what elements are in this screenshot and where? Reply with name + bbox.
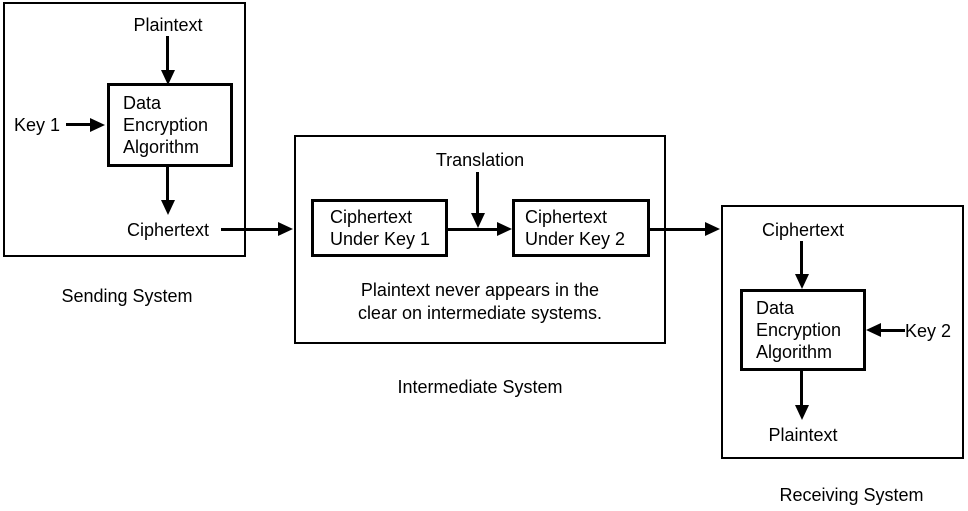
sending-system-title: Sending System (61, 286, 193, 306)
sending-encryption-algorithm-box: Data Encryption Algorithm (107, 83, 233, 167)
key-1-label: Key 1 (14, 115, 61, 135)
arrow-down-icon (161, 70, 175, 85)
ciphertext-box-line: Ciphertext (525, 207, 608, 227)
sending-ciphertext-label: Ciphertext (126, 220, 210, 240)
intermediate-to-receiving-line (650, 228, 706, 231)
translation-arrow-line (476, 172, 479, 214)
translation-label: Translation (435, 150, 525, 170)
key-1-arrow-line (66, 123, 92, 126)
arrow-right-icon (90, 118, 105, 132)
sending-plaintext-arrow-line (166, 36, 169, 71)
receiving-ciphertext-label: Ciphertext (761, 220, 845, 240)
intermediate-note: Plaintext never appears in the clear on … (302, 279, 658, 325)
arrow-left-icon (866, 323, 881, 337)
arrow-down-icon (471, 213, 485, 228)
algorithm-line: Data (123, 93, 162, 113)
ciphertext-box-line: Under Key 1 (330, 229, 431, 249)
receiving-system-title: Receiving System (779, 485, 924, 505)
arrow-right-icon (705, 222, 720, 236)
arrow-right-icon (278, 222, 293, 236)
receiving-plaintext-label: Plaintext (768, 425, 838, 445)
receiving-encryption-algorithm-box: Data Encryption Algorithm (740, 289, 866, 371)
algorithm-line: Algorithm (123, 137, 200, 157)
ciphertext-box-line: Ciphertext (330, 207, 413, 227)
receiving-ciphertext-arrow-line (800, 241, 803, 275)
key-2-label: Key 2 (905, 321, 952, 341)
arrow-down-icon (161, 200, 175, 215)
arrow-down-icon (795, 405, 809, 420)
intermediate-system-title: Intermediate System (397, 377, 563, 397)
sending-to-intermediate-line (221, 228, 278, 231)
sending-plaintext-label: Plaintext (133, 15, 203, 35)
arrow-right-icon (497, 222, 512, 236)
algorithm-line: Encryption (123, 115, 209, 135)
algorithm-line: Encryption (756, 320, 842, 340)
key-2-arrow-line (881, 329, 905, 332)
sending-ciphertext-arrow-line (166, 167, 169, 201)
note-line: clear on intermediate systems. (357, 303, 603, 323)
algorithm-line: Data (756, 298, 795, 318)
ciphertext-under-key-1-box: Ciphertext Under Key 1 (311, 199, 448, 257)
receiving-plaintext-arrow-line (800, 371, 803, 405)
ciphertext-box-line: Under Key 2 (525, 229, 626, 249)
note-line: Plaintext never appears in the (360, 280, 600, 300)
algorithm-line: Algorithm (756, 342, 833, 362)
key1-to-key2-line (448, 228, 498, 231)
ciphertext-under-key-2-box: Ciphertext Under Key 2 (512, 199, 650, 257)
arrow-down-icon (795, 274, 809, 289)
